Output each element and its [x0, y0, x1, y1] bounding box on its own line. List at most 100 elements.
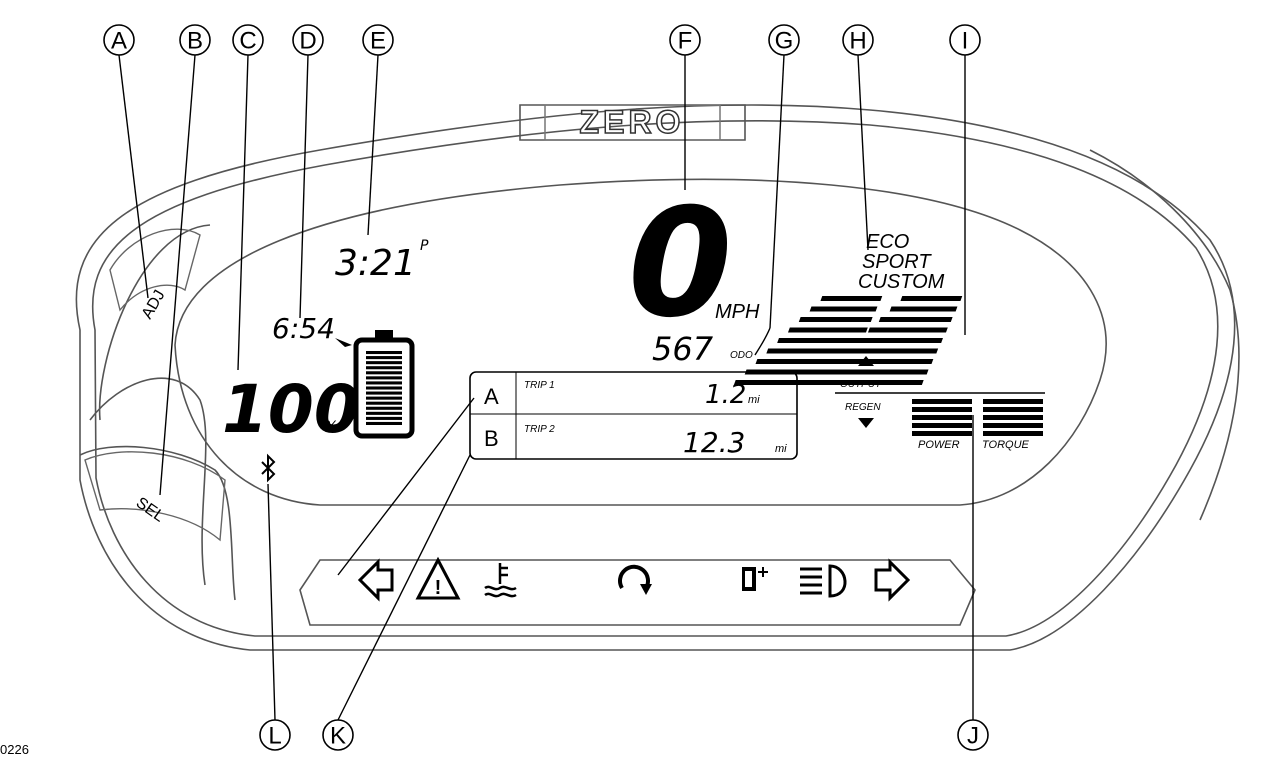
torque-bar — [824, 369, 929, 375]
high-beam-icon — [800, 564, 847, 598]
clock: 3:21 P — [335, 238, 429, 284]
output-arrow-icon — [858, 356, 874, 366]
clock-suffix: P — [420, 238, 429, 254]
callout-leaders — [118, 54, 974, 721]
torque-bar — [813, 380, 924, 385]
svg-text:B: B — [187, 28, 203, 55]
power-bar — [787, 327, 868, 333]
odometer-unit: ODO — [730, 350, 753, 361]
mode-eco: ECO — [866, 231, 909, 253]
svg-text:!: ! — [435, 577, 442, 599]
torque-bar — [857, 338, 943, 343]
callout-f: F — [669, 24, 701, 56]
svg-text:K: K — [330, 723, 346, 750]
sel-label: SEL — [133, 494, 168, 525]
speed-unit: MPH — [715, 301, 760, 323]
battery-segment — [366, 361, 402, 365]
temperature-icon — [484, 563, 517, 598]
power-torque-gauge: OUTPUT REGEN POWER TORQUE — [733, 296, 1045, 451]
regen-torque-bar — [983, 431, 1043, 436]
battery-segment — [366, 351, 402, 355]
battery-segment — [366, 371, 402, 375]
trip-b-unit: mi — [775, 443, 787, 455]
mode-sport: SPORT — [862, 251, 932, 273]
regen-power-bar — [912, 399, 972, 404]
power-bar — [798, 317, 873, 322]
trip-b-id: B — [484, 426, 499, 451]
trip-a-name: TRIP 1 — [524, 380, 555, 391]
torque-bar — [878, 317, 953, 322]
mode-custom: CUSTOM — [858, 271, 945, 293]
battery-segment — [366, 356, 402, 360]
callout-j: J — [957, 719, 989, 751]
callout-h: H — [842, 24, 874, 56]
torque-bar — [835, 359, 934, 364]
torque-bar — [889, 306, 958, 312]
battery-percent-unit: % — [323, 417, 338, 436]
svg-text:C: C — [239, 28, 256, 55]
right-turn-icon — [874, 558, 911, 602]
callout-e: E — [362, 24, 394, 56]
power-bar — [809, 306, 878, 312]
svg-text:H: H — [849, 28, 866, 55]
output-label: OUTPUT — [840, 379, 882, 390]
figure-id: 0226 — [0, 742, 29, 757]
trip-a-unit: mi — [748, 394, 760, 406]
trip-row-b: B TRIP 2 12.3 mi — [484, 424, 787, 459]
battery-segment — [366, 411, 402, 415]
battery-segment — [366, 386, 402, 390]
callout-c: C — [232, 24, 264, 56]
regen-torque-bar — [983, 399, 1043, 404]
power-bar — [820, 296, 883, 301]
adj-label: ADJ — [139, 287, 169, 322]
trip-b-value: 12.3 — [683, 426, 745, 459]
svg-text:L: L — [268, 723, 281, 750]
clock-time: 3:21 — [335, 243, 416, 284]
torque-bar — [846, 348, 939, 354]
svg-text:D: D — [299, 28, 316, 55]
power-bar — [755, 359, 854, 364]
regen-arrow-icon — [858, 418, 874, 428]
trip-b-name: TRIP 2 — [524, 424, 555, 435]
battery-icon — [353, 330, 415, 439]
callout-b: B — [179, 24, 211, 56]
time-to-charge: 6:54 — [272, 312, 335, 345]
battery-segment — [366, 376, 402, 380]
battery-segment — [366, 406, 402, 410]
svg-text:G: G — [775, 28, 794, 55]
trip-row-a: A TRIP 1 1.2 mi — [484, 380, 760, 410]
battery-percent: 100 — [222, 371, 360, 448]
trip-display: A TRIP 1 1.2 mi B TRIP 2 12.3 mi — [469, 371, 798, 460]
callout-g: G — [768, 24, 800, 56]
svg-text:F: F — [678, 28, 693, 55]
odometer-value: 567 — [652, 330, 714, 368]
reverse-icon — [618, 564, 652, 595]
svg-text:A: A — [111, 28, 127, 55]
regen-power-bar — [912, 415, 972, 420]
callout-i: I — [949, 24, 981, 56]
torque-label: TORQUE — [982, 439, 1030, 451]
battery-segment — [366, 401, 402, 405]
bluetooth-icon — [261, 453, 276, 483]
callout-k: K — [322, 719, 354, 751]
ride-modes: ECO SPORT CUSTOM — [858, 231, 945, 293]
battery-segment — [366, 396, 402, 400]
regen-power-bar — [912, 423, 972, 428]
power-bar — [766, 348, 859, 354]
torque-bar — [900, 296, 963, 301]
left-turn-icon — [357, 558, 394, 602]
regen-power-bar — [912, 407, 972, 412]
regen-label: REGEN — [845, 402, 881, 413]
kickstand-icon — [742, 567, 768, 591]
indicator-row: ! — [357, 556, 911, 602]
regen-torque-bar — [983, 423, 1043, 428]
battery-segment — [366, 421, 402, 425]
brand-text: ZERO — [580, 104, 685, 140]
trip-a-id: A — [484, 384, 499, 409]
power-bar — [744, 369, 849, 375]
charge-arrow — [335, 338, 352, 347]
battery-segment — [366, 381, 402, 385]
